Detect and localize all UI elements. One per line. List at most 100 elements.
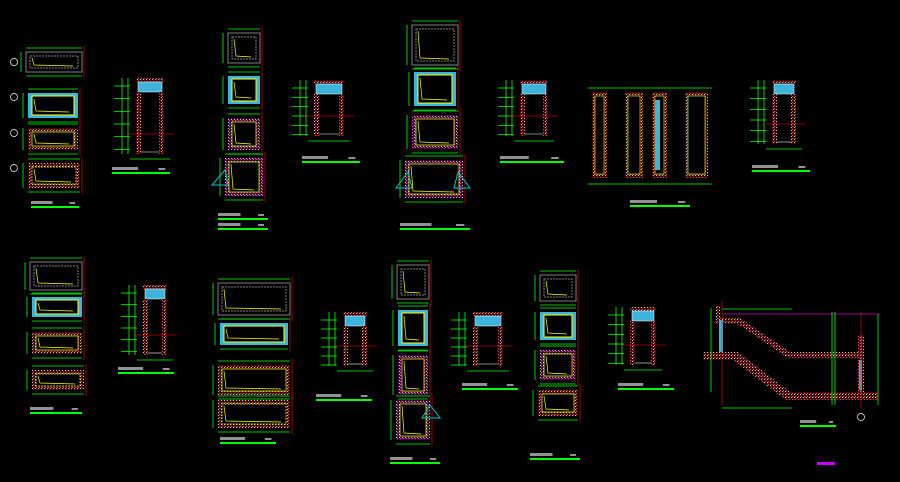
profile-line — [401, 405, 422, 435]
opening-outline — [543, 314, 573, 338]
profile-line — [233, 123, 252, 145]
profile-line — [233, 38, 252, 58]
plan-detail — [532, 384, 581, 422]
plan-detail — [26, 291, 85, 323]
detail-group-7 — [588, 87, 712, 207]
title-underline — [218, 218, 268, 220]
drawing-title — [112, 167, 170, 174]
title-underline — [618, 388, 674, 390]
title-underline — [390, 462, 440, 464]
opening-outline — [221, 403, 287, 425]
plan-detail — [22, 157, 83, 194]
detail-group-5 — [395, 19, 471, 230]
scale-text-mark — [551, 157, 559, 159]
opening-outline — [31, 166, 77, 185]
title-text-mark — [500, 156, 529, 159]
cap-beam — [136, 78, 164, 82]
detail-group-6 — [498, 80, 564, 163]
section-detail — [292, 80, 354, 142]
stamp-mark — [817, 462, 835, 465]
title-underline — [31, 206, 79, 208]
opening-outline — [417, 74, 453, 104]
title-text-mark — [462, 383, 488, 386]
scale-text-mark — [678, 201, 686, 203]
glazing — [137, 81, 163, 93]
title-text-mark — [220, 437, 246, 440]
plan-detail — [406, 19, 461, 71]
ramp-symbol — [210, 168, 229, 186]
title-text-mark — [752, 165, 779, 168]
wall-outline — [25, 51, 83, 73]
drawing-title — [118, 367, 174, 374]
wall-left — [136, 92, 141, 154]
glazing — [631, 310, 655, 322]
drawing-title — [302, 156, 360, 163]
drawing-title — [400, 223, 470, 230]
section-detail — [321, 312, 377, 372]
profile-line — [543, 395, 570, 411]
profile-line — [35, 267, 74, 285]
opening-outline — [35, 299, 79, 315]
plan-detail — [212, 277, 293, 321]
title-underline — [800, 425, 836, 427]
profile-line — [417, 30, 450, 60]
opening-outline — [223, 325, 285, 343]
glazing — [859, 360, 862, 390]
title-text-mark — [218, 213, 241, 216]
title-text-mark — [618, 383, 644, 386]
section-detail — [750, 80, 806, 150]
profile-line — [417, 120, 450, 144]
opening-outline — [401, 358, 425, 392]
opening-outline — [231, 78, 257, 102]
wall-outline — [539, 274, 577, 302]
glazing — [344, 315, 366, 327]
plan-detail — [392, 304, 431, 352]
opening-outline — [401, 312, 425, 344]
wall-left — [143, 299, 148, 355]
plan-detail — [24, 256, 85, 296]
section-detail — [608, 307, 666, 371]
drawing-title — [30, 407, 82, 414]
cap-beam — [473, 312, 503, 316]
plan-detail — [406, 109, 461, 155]
drawing-title — [500, 156, 564, 163]
opening-outline — [543, 353, 573, 377]
title-text-mark — [31, 201, 53, 204]
glazing — [474, 315, 502, 327]
detail-group-15 — [530, 269, 581, 460]
title-underline — [112, 172, 170, 174]
wall-outline — [396, 264, 430, 300]
plan-detail — [222, 112, 263, 156]
drawing-title — [752, 165, 810, 172]
detail-group-13 — [390, 259, 442, 464]
axis-bubble — [857, 413, 865, 421]
glazing — [315, 83, 343, 95]
opening-outline — [231, 121, 257, 147]
drawing-title — [31, 201, 79, 208]
title-underline — [316, 399, 372, 401]
ramp-symbol — [421, 404, 442, 419]
plan-detail — [534, 344, 579, 386]
scale-text-mark — [162, 368, 170, 370]
scale-text-mark — [264, 438, 272, 440]
scale-text-mark — [662, 384, 670, 386]
scale-text-mark — [430, 458, 436, 460]
detail-group-9 — [24, 256, 87, 414]
opening-outline — [399, 403, 427, 437]
drawing-title — [316, 394, 372, 401]
profile-line — [31, 57, 74, 67]
title-underline — [302, 161, 360, 163]
axis-bubble — [10, 58, 18, 66]
section-detail — [114, 78, 174, 160]
scale-text-mark — [258, 224, 264, 226]
cap-beam — [343, 312, 367, 316]
plan-detail — [534, 269, 579, 307]
stair-section — [703, 300, 880, 427]
wall-left — [314, 94, 319, 136]
wall-outline-inner — [400, 268, 426, 296]
plan-detail — [212, 359, 293, 401]
detail-group-16 — [608, 307, 674, 390]
detail-group-10 — [118, 285, 177, 374]
cap-beam — [314, 80, 344, 84]
axis-bubble — [10, 129, 18, 137]
